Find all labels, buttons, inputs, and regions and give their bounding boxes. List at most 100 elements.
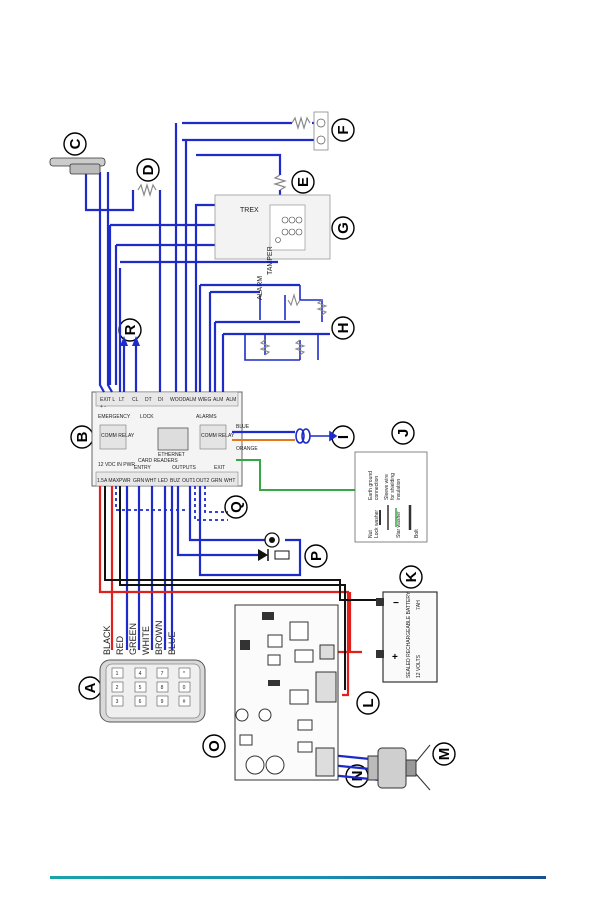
callout-q: Q <box>224 495 248 519</box>
svg-text:5: 5 <box>139 685 142 691</box>
svg-text:*: * <box>183 671 185 677</box>
callout-o: O <box>202 734 226 758</box>
grounding-star-washer: Star washer <box>396 511 402 538</box>
controller-group-emergency: EMERGENCY <box>98 414 131 420</box>
resistor-d <box>137 182 157 198</box>
callout-c: C <box>63 132 87 156</box>
ethernet-port <box>157 427 189 451</box>
keypad: 1 2 3 4 5 6 7 8 9 * 0 # <box>99 659 206 723</box>
keypad-key-9: 9 <box>156 695 169 707</box>
callout-a: A <box>78 676 102 700</box>
controller-bottom-terminal-led: LED <box>158 478 168 484</box>
keypad-key-hash: # <box>178 695 191 707</box>
motion-sensor-brand: TREX <box>240 207 259 214</box>
relay-b <box>199 424 227 450</box>
keypad-key-5: 5 <box>134 681 147 693</box>
controller-top-terminal-dt: DT <box>145 397 152 403</box>
callout-e: E <box>291 170 315 194</box>
svg-text:P: P <box>308 551 325 561</box>
callout-h: H <box>331 316 355 340</box>
keypad-key-star: * <box>178 667 191 679</box>
controller-bottom-terminal-out2: OUT2 <box>196 478 210 484</box>
svg-text:B: B <box>74 431 91 442</box>
keypad-key-1: 1 <box>111 667 124 679</box>
callout-l: L <box>356 691 380 715</box>
controller-bottom-terminal-out1: OUT1 <box>182 478 196 484</box>
keypad-key-3: 3 <box>111 695 124 707</box>
battery <box>376 591 438 683</box>
controller-group-entry: ENTRY <box>134 465 152 471</box>
keypad-key-0: 0 <box>178 681 191 693</box>
svg-text:J: J <box>395 429 412 437</box>
wire-label-brown: BROWN <box>154 621 164 656</box>
svg-text:9: 9 <box>161 699 164 705</box>
wire-label-orange-i: ORANGE <box>236 446 258 452</box>
power-supply-board <box>234 604 339 781</box>
svg-text:M: M <box>436 748 453 761</box>
svg-text:0: 0 <box>183 685 186 691</box>
relay-a <box>99 424 127 450</box>
controller-top-terminal-cl: CL <box>132 397 139 403</box>
callout-f: F <box>331 118 355 142</box>
controller-bottom-terminal-pwr: PWR <box>119 478 131 484</box>
resistor-e <box>272 174 288 191</box>
controller-bottom-terminal-wht: WHT <box>145 478 156 484</box>
grounding-line-2: Sleeve wire <box>384 474 390 500</box>
controller-board <box>91 391 243 487</box>
motion-sensor-tamper: TAMPER <box>267 246 274 275</box>
controller-group-exit: EXIT <box>214 465 225 471</box>
arrow-r-2 <box>132 336 140 346</box>
svg-text:H: H <box>335 323 352 334</box>
svg-text:2: 2 <box>116 685 119 691</box>
resistor-f <box>291 115 311 131</box>
keypad-key-4: 4 <box>134 667 147 679</box>
keypad-key-8: 8 <box>156 681 169 693</box>
controller-group-ethernet: ETHERNET <box>158 452 185 458</box>
wire-label-blue-i: BLUE <box>236 424 250 430</box>
controller-top-terminal-alm2: ALM <box>213 397 223 403</box>
controller-bottom-terminal-grn: GRN <box>133 478 145 484</box>
controller-bottom-terminal-wht2: WHT <box>224 478 235 484</box>
controller-group-alarms: ALARMS <box>196 414 217 420</box>
keypad-key-6: 6 <box>134 695 147 707</box>
grounding-lock-washer: Lock washer <box>374 510 380 538</box>
svg-text:4: 4 <box>139 671 142 677</box>
callout-d: D <box>136 158 160 182</box>
svg-text:6: 6 <box>139 699 142 705</box>
svg-text:N: N <box>349 771 366 782</box>
grounding-nut: Nut <box>368 530 374 538</box>
controller-relay-b-label: COMM RELAY <box>201 433 235 439</box>
callout-g: G <box>331 216 355 240</box>
footer-rule <box>50 876 546 879</box>
controller-top-terminal-pm: + - <box>100 404 106 410</box>
svg-text:I: I <box>335 435 352 439</box>
terminal-f <box>313 111 329 151</box>
grounding-line-4: insulation <box>396 479 402 500</box>
svg-text:A: A <box>82 682 99 693</box>
callout-k: K <box>399 565 423 589</box>
door-contact <box>49 157 106 175</box>
svg-text:K: K <box>403 571 420 582</box>
controller-group-outputs: OUTPUTS <box>172 465 197 471</box>
svg-text:3: 3 <box>116 699 119 705</box>
callout-j: J <box>391 421 415 445</box>
svg-text:8: 8 <box>161 685 164 691</box>
controller-relay-a-label: COMM RELAY <box>101 433 135 439</box>
svg-text:L: L <box>360 698 377 707</box>
svg-text:1: 1 <box>116 671 119 677</box>
keypad-key-7: 7 <box>156 667 169 679</box>
battery-volts: 12 VOLTS <box>416 654 422 678</box>
battery-title: SEALED RECHARGEABLE BATTERY <box>406 591 412 678</box>
grounding-line-0: Earth ground <box>368 471 374 500</box>
svg-text:E: E <box>295 177 312 187</box>
callout-i: I <box>331 425 355 449</box>
led <box>258 549 290 561</box>
controller-group-power: 12 VDC IN PWR <box>98 462 135 468</box>
controller-bottom-terminal-grn2: GRN <box>211 478 223 484</box>
svg-text:O: O <box>206 740 223 752</box>
battery-amp: 7AH <box>416 600 422 610</box>
svg-text:D: D <box>140 164 157 175</box>
controller-top-terminal-alm: ALM <box>186 397 196 403</box>
wire-label-green: GREEN <box>128 623 138 655</box>
